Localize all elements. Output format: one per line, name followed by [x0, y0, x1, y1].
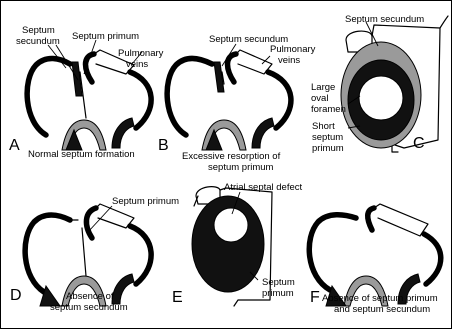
panel-c: Septum secundum Large oval foramen Short…: [311, 14, 448, 154]
caption-f-line2: and septum secundum: [334, 304, 430, 315]
large-oval-foramen-c: [359, 76, 403, 120]
label-short-c-line1: Short: [312, 121, 335, 132]
label-septum-e-line2: primum: [262, 288, 294, 299]
caption-b-line2: septum primum: [208, 162, 274, 173]
panel-b-heart: [167, 50, 291, 150]
panel-f: F Absence of septum primum and septum se…: [309, 204, 440, 315]
label-short-c-line3: primum: [312, 143, 344, 154]
label-large-c-line1: Large: [311, 82, 335, 93]
label-septum-secundum-a-line2: secundum: [16, 36, 60, 47]
caption-f-line1: Absence of septum primum: [322, 293, 438, 304]
label-septum-primum-d: Septum primum: [112, 196, 179, 207]
label-short-c-line2: septum: [312, 132, 343, 143]
label-pulmonary-b-line2: veins: [278, 55, 300, 66]
label-large-c-line3: foramen: [311, 104, 346, 115]
septum-primum-d: [82, 228, 86, 276]
caption-b-line1: Excessive resorption of: [182, 151, 281, 162]
label-septum-primum-a: Septum primum: [72, 31, 139, 42]
label-septum-secundum-c: Septum secundum: [345, 14, 424, 25]
panel-f-heart: [309, 204, 440, 306]
caption-d-line1: Absence of: [66, 291, 114, 302]
label-pulmonary-a-line1: Pulmonary: [118, 48, 164, 59]
panel-a: Septum secundum Septum primum Pulmonary …: [9, 25, 164, 160]
panel-letter-c: C: [413, 135, 425, 152]
label-pulmonary-a-line2: veins: [126, 59, 148, 70]
panel-letter-f: F: [310, 289, 320, 306]
caption-a: Normal septum formation: [28, 149, 135, 160]
panel-d: Septum primum D Absence of septum secund…: [10, 196, 179, 313]
panel-b: Septum secundum Pulmonary veins B Excess…: [158, 34, 316, 173]
label-septum-secundum-a-line1: Septum: [22, 25, 55, 36]
panel-letter-d: D: [10, 287, 22, 304]
panel-letter-a: A: [9, 137, 20, 154]
label-large-c-line2: oval: [311, 93, 328, 104]
atrial-septal-defect-e: [214, 208, 248, 242]
panel-letter-e: E: [172, 289, 183, 306]
panel-e: Atrial septal defect Septum primum E: [172, 182, 303, 306]
panel-letter-b: B: [158, 137, 169, 154]
label-septum-e-line1: Septum: [262, 277, 295, 288]
label-asd-e: Atrial septal defect: [224, 182, 303, 193]
label-pulmonary-b-line1: Pulmonary: [270, 44, 316, 55]
caption-d-line2: septum secundum: [50, 302, 128, 313]
